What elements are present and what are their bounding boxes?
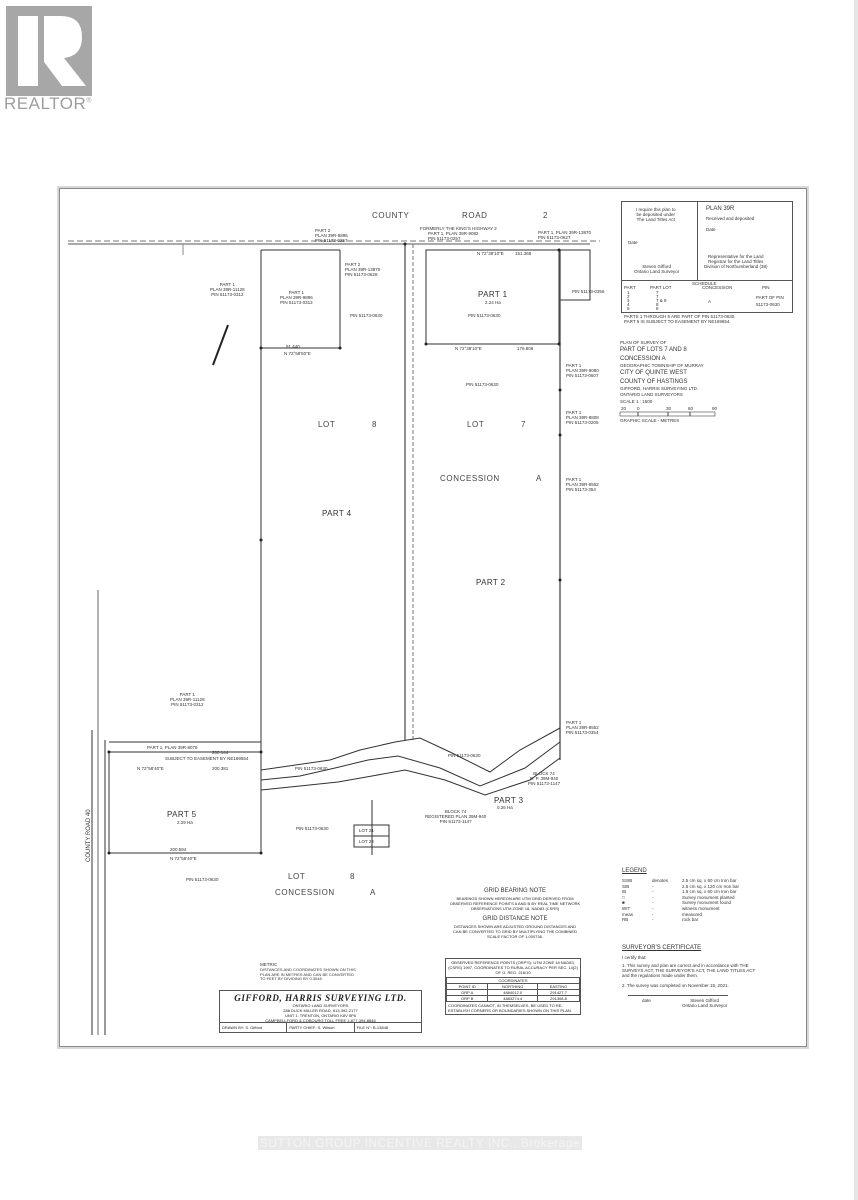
concession-letter: A [536,474,542,483]
bearing-label: N 72°58'40"E [137,766,164,771]
pin-label: PIN 51173-0630 [296,826,329,831]
party-chief: PARTY CHIEF: S. Wilson [287,1023,355,1032]
concession-label: CONCESSION [440,474,500,483]
date-label: Date [628,240,638,245]
part-1-label: PART 1 [478,290,508,299]
road-label-county: COUNTY [372,211,410,220]
lot-label: LOT [467,420,485,429]
distance-label: 200.594 [170,847,187,852]
pin-label: PIN 51173-0630 [466,382,499,387]
road-subtitle: FORMERLY THE KING'S HIGHWAY 2 [420,226,497,231]
legend-title: LEGEND [622,868,647,874]
road-label-number: 2 [543,211,549,220]
file-number: FILE N°: B-13848 [356,1025,389,1030]
bearing-label: N 72°38'10"E [477,251,504,256]
part-4-label: PART 4 [322,509,352,518]
lot-label: LOT [318,420,336,429]
brokerage-watermark: SUTTON GROUP INCENTIVE REALTY INC., Brok… [258,1136,582,1150]
firm-block: GIFFORD, HARRIS SURVEYING LTD. ONTARIO L… [219,990,422,1033]
grid-notes: GRID BEARING NOTE BEARINGS SHOWN HEREON … [445,888,585,941]
distance-label: 200.144 [212,750,229,755]
pin-label: PIN 51173-0630 [186,877,219,882]
part-5-label: PART 5 [167,810,197,819]
pin-label: PIN 51173-0630 [468,313,501,318]
bearing-label: N 72°38'10"E [455,346,482,351]
part-3-area: 0.26 Ha [497,805,513,810]
bearing-label: N 72°58'40"E [170,856,197,861]
pin-label: PIN 51173-0630 [448,753,481,758]
drawn-by: DRAWN BY: S. Gifford [220,1023,288,1032]
bearing-label: N 72°58'50"E [284,351,311,356]
adj-pin-0356: PIN 51173-0356 [572,289,605,294]
firm-name: GIFFORD, HARRIS SURVEYING LTD. [234,993,407,1003]
parts-note: PARTS 1 THROUGH 5 ARE PART OF PIN 51173-… [624,314,736,325]
realtor-logo-icon [6,6,92,96]
coordinates-table: OBSERVED REFERENCE POINTS (ORP'S): UTM Z… [445,958,581,1015]
concession-label: CONCESSION [275,888,335,897]
certificate-title: SURVEYOR'S CERTIFICATE [622,945,702,951]
distance-label: 91.440 [286,344,300,349]
scale-caption: GRAPHIC SCALE - METRES [620,418,680,423]
realtor-wordmark: REALTOR® [4,94,92,113]
easement-label: SUBJECT TO EASEMENT BY NE169654 [165,756,249,761]
page-edge [854,0,858,1200]
distance-label: 151.368 [515,251,532,256]
lot-label: LOT [288,872,306,881]
lot-number: 8 [350,872,356,881]
survey-plan-sheet [59,188,807,1047]
pin-label: PIN 51173-0630 [295,766,328,771]
road-label-left: COUNTY ROAD 40 [86,809,92,862]
plan-number: PLAN 39R [706,206,735,212]
part-5-area: 2.29 Ha [177,820,193,825]
date-label: Date [706,227,716,232]
pin-label: PIN 51173-0630 [350,313,383,318]
part-1-area: 2.24 Ha [485,300,501,305]
survey-info: PLAN OF SURVEY OF PART OF LOTS 7 AND 8 C… [620,340,704,404]
grid-bearing-title: GRID BEARING NOTE [483,888,546,894]
lot-number: 7 [521,420,527,429]
part-3-label: PART 3 [494,796,524,805]
adj-part1-8079: PART 1, PLAN 39R-8079 [147,745,198,750]
signature-line [628,995,728,996]
distance-label: 200.381 [212,766,229,771]
distance-label: 176.806 [517,346,534,351]
deposit-info: PLAN 39R Received and deposited Date Rep… [704,206,768,270]
concession-letter: A [370,888,376,897]
part-2-label: PART 2 [476,578,506,587]
lot-21-label: LOT 21 [359,828,374,833]
metric-text: DISTANCES AND COORDINATES SHOWN ON THIS … [260,967,356,982]
road-label-road: ROAD [462,211,488,220]
metric-title: METRIC [260,962,278,967]
grid-distance-title: GRID DISTANCE NOTE [482,915,548,922]
lot-number: 8 [372,420,378,429]
lot-22-label: LOT 22 [359,839,374,844]
